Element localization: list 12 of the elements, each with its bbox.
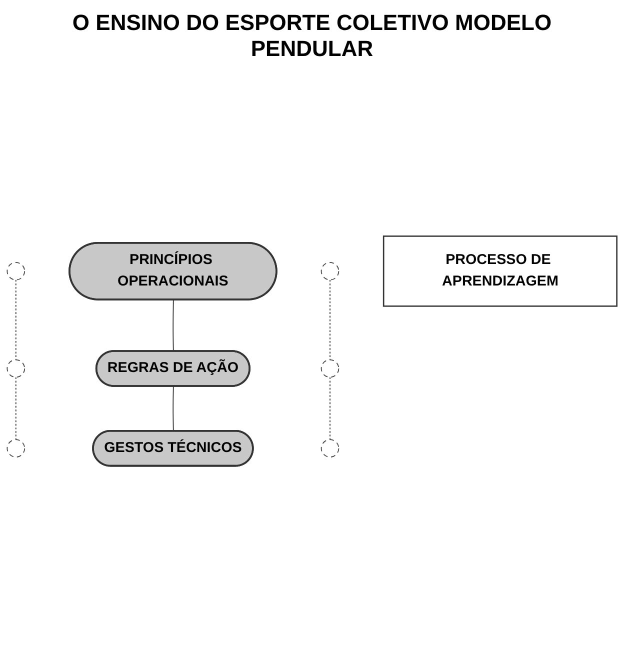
connector (15, 376, 16, 440)
diagram-title: O ENSINO DO ESPORTE COLETIVO MODELO PENDULAR (71, 10, 553, 62)
node-ellipse (6, 262, 26, 280)
node-ellipse (320, 262, 340, 280)
connector (172, 386, 174, 432)
connector (172, 299, 174, 352)
node-ellipse (6, 359, 26, 378)
node-ellipse (6, 439, 26, 458)
node-ellipse (320, 439, 340, 458)
node-box: PROCESSO DE APRENDIZAGEM (382, 236, 618, 307)
connector (15, 279, 16, 360)
node-ellipse (320, 359, 340, 378)
